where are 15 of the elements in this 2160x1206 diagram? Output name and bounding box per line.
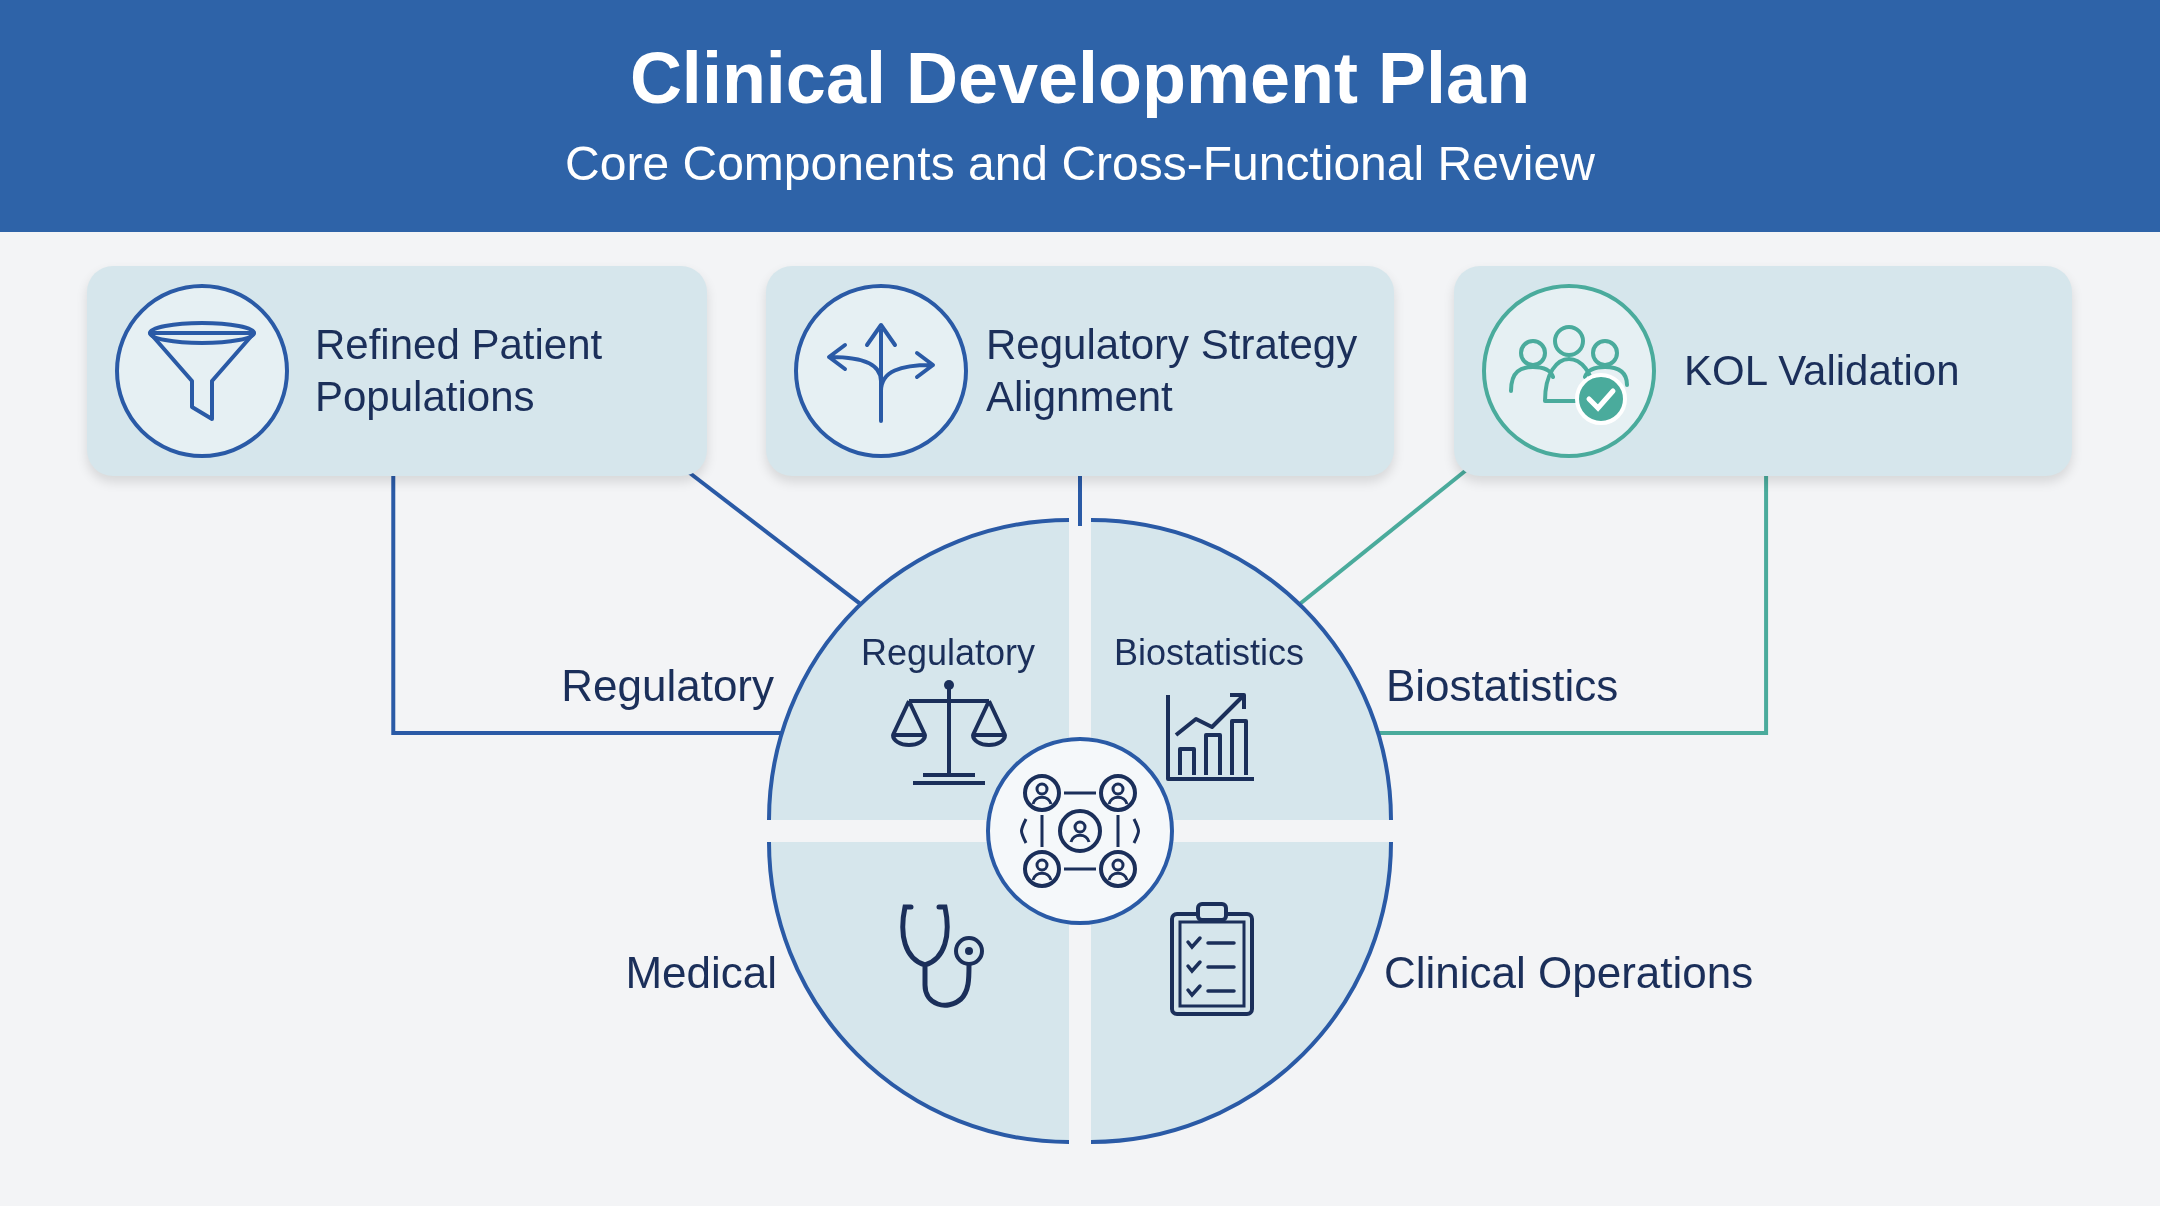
title: Clinical Development Plan — [628, 37, 1532, 120]
quadrant-label: Regulatory — [860, 631, 1036, 675]
quadrant-label: Biostatistics — [1113, 631, 1305, 675]
connector-line — [1378, 476, 1769, 735]
connector-line — [687, 470, 862, 606]
connector-line — [1298, 468, 1468, 606]
card — [766, 266, 1394, 476]
card — [87, 266, 707, 476]
connector-line — [391, 476, 782, 735]
card-title: Refined Patient Populations — [315, 320, 604, 422]
subtitle: Core Components and Cross-Functional Review — [564, 136, 1596, 192]
connector-line — [1078, 476, 1082, 526]
card-title: Regulatory Strategy Alignment — [986, 320, 1359, 422]
card-title: KOL Validation — [1684, 346, 1961, 396]
card — [1454, 266, 2072, 476]
